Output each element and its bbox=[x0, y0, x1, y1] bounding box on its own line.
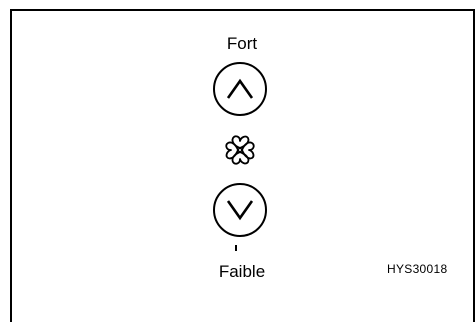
reference-code: HYS30018 bbox=[387, 262, 448, 276]
diagram-frame bbox=[10, 9, 475, 322]
fan-speed-up-button[interactable] bbox=[213, 62, 267, 116]
fan-speed-down-button[interactable] bbox=[213, 183, 267, 237]
fan-icon bbox=[225, 135, 255, 165]
chevron-down-icon bbox=[226, 200, 254, 221]
fan-strong-label: Fort bbox=[226, 34, 258, 53]
chevron-up-icon bbox=[226, 78, 254, 99]
fan-weak-label: Faible bbox=[218, 262, 266, 281]
indicator-tick bbox=[235, 245, 237, 251]
